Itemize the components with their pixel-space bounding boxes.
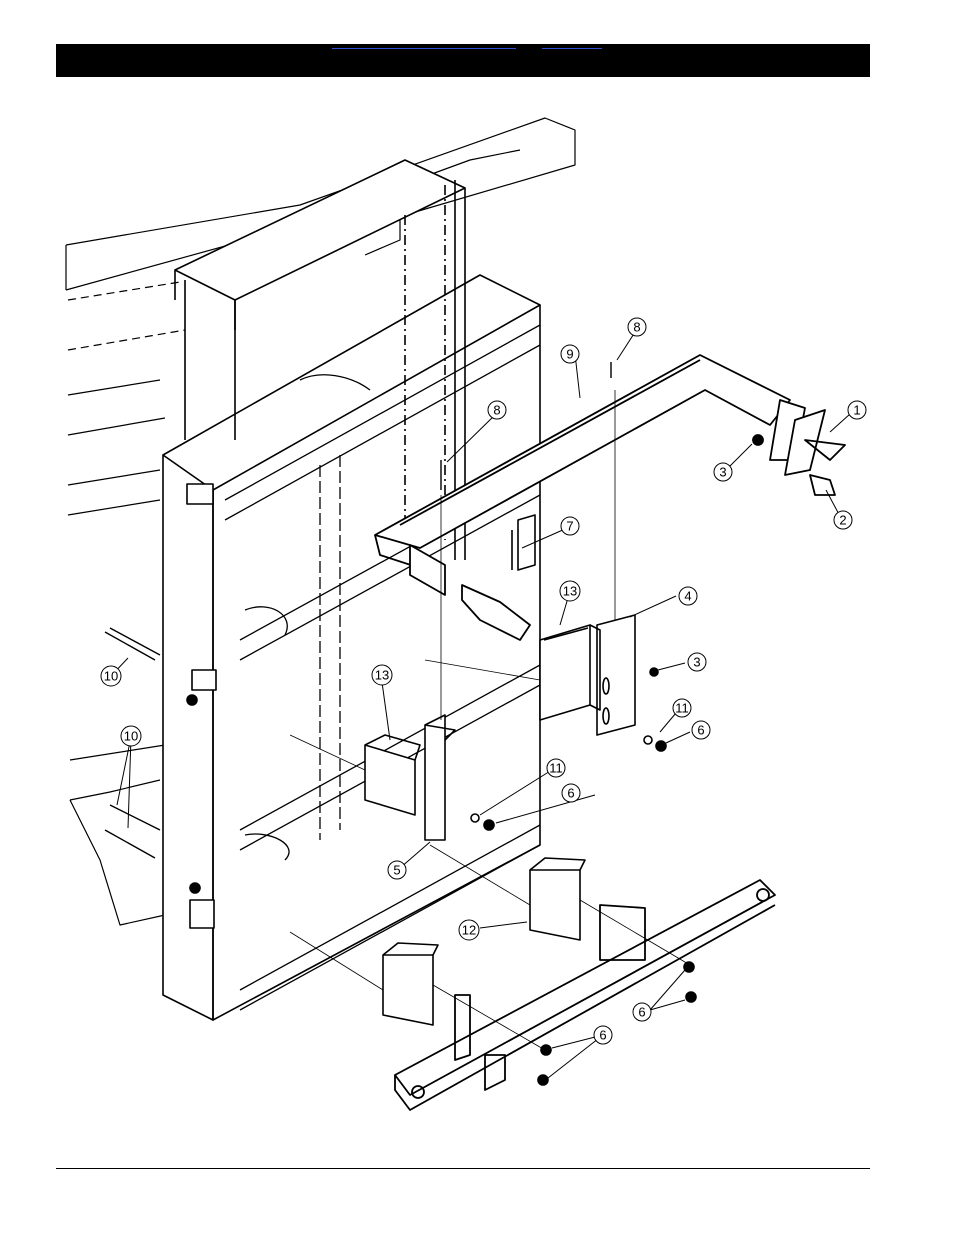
part-12-spacer-right xyxy=(530,858,585,940)
part-13-spacer-lower xyxy=(365,735,420,815)
callout-13-upper: 13 xyxy=(560,581,580,601)
main-upright-post xyxy=(163,160,540,1020)
callout-11-upper-label: 11 xyxy=(675,701,689,716)
part-5-post xyxy=(425,715,455,840)
callout-5: 5 xyxy=(388,861,406,879)
callout-2-label: 2 xyxy=(839,513,846,528)
callout-3-upper: 3 xyxy=(714,463,732,481)
callout-9-label: 9 xyxy=(566,347,573,362)
part-13-spacer-upper xyxy=(540,625,600,720)
callout-1: 1 xyxy=(848,401,866,419)
callout-3-lower-label: 3 xyxy=(693,655,700,670)
part-12-spacer-left xyxy=(383,943,438,1025)
callout-2: 2 xyxy=(834,511,852,529)
callout-11-upper: 11 xyxy=(673,699,691,717)
callout-7-label: 7 xyxy=(566,519,573,534)
callout-6-middle: 6 xyxy=(562,784,580,802)
leader-lines xyxy=(111,329,850,1078)
callout-11-lower-label: 11 xyxy=(549,761,563,776)
callout-7: 7 xyxy=(561,517,579,535)
callout-8-left-label: 8 xyxy=(493,403,500,418)
bottom-carriage xyxy=(395,880,775,1110)
callout-6-right: 6 xyxy=(633,1003,651,1021)
callout-12: 12 xyxy=(459,920,479,940)
callout-8-right: 8 xyxy=(628,318,646,336)
callout-6-bottom-label: 6 xyxy=(599,1028,606,1043)
callout-8-left: 8 xyxy=(488,401,506,419)
callout-11-lower: 11 xyxy=(547,759,565,777)
callout-4-label: 4 xyxy=(684,589,691,604)
callout-6-bottom: 6 xyxy=(594,1026,612,1044)
callout-12-label: 12 xyxy=(462,923,476,938)
callout-1-label: 1 xyxy=(853,403,860,418)
callout-10-lower: 10 xyxy=(121,726,141,746)
part-7-bracket xyxy=(512,515,535,570)
callout-6-upper: 6 xyxy=(692,721,710,739)
callout-9: 9 xyxy=(561,345,579,363)
callout-13-lower-label: 13 xyxy=(375,668,389,683)
part-4-plate xyxy=(597,615,635,735)
callout-3-lower: 3 xyxy=(688,653,706,671)
callout-8-right-label: 8 xyxy=(633,320,640,335)
callout-13-upper-label: 13 xyxy=(563,584,577,599)
callout-4: 4 xyxy=(679,587,697,605)
callout-10-upper: 10 xyxy=(101,666,121,686)
footer-rule xyxy=(56,1168,870,1169)
callout-6-middle-label: 6 xyxy=(567,786,574,801)
callout-10-lower-label: 10 xyxy=(124,729,138,744)
callout-3-upper-label: 3 xyxy=(719,465,726,480)
callout-6-upper-label: 6 xyxy=(697,723,704,738)
callout-6-right-label: 6 xyxy=(638,1005,645,1020)
callout-10-upper-label: 10 xyxy=(104,669,118,684)
callout-5-label: 5 xyxy=(393,863,400,878)
callout-13-lower: 13 xyxy=(372,665,392,685)
